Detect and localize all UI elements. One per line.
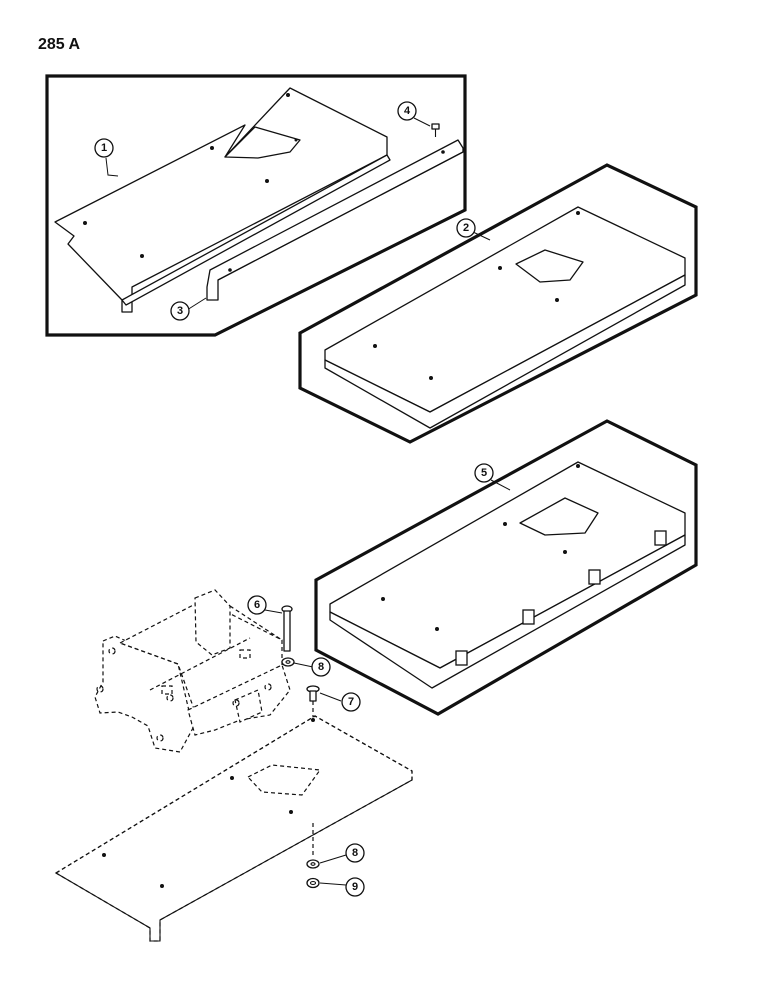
callout-8-lower: 8 [345, 843, 365, 863]
lock-washer-8-upper [281, 657, 295, 667]
group-frame-3 [314, 419, 698, 716]
page-number-label: 285 A [38, 36, 81, 53]
callout-1-label: 1 [101, 142, 107, 154]
callout-4: 4 [397, 101, 417, 121]
group-2-frame-border [298, 163, 698, 444]
callout-6: 6 [247, 595, 267, 615]
group-1-frame-border [45, 74, 467, 337]
lower-panel-cutout [247, 764, 322, 796]
clip-4 [654, 530, 667, 546]
lock-washer-8-lower [306, 859, 320, 869]
bolt-4 [431, 123, 440, 137]
lower-panel-top [54, 715, 413, 942]
group-frame-2 [298, 163, 698, 444]
callout-8-lower-label: 8 [352, 847, 358, 859]
callout-4-label: 4 [404, 105, 411, 117]
bracket-left-leg [94, 635, 194, 753]
panel-2-cutout [515, 249, 584, 283]
callout-8-upper: 8 [311, 657, 331, 677]
callout-2: 2 [456, 218, 476, 238]
bolt-7 [306, 685, 320, 722]
bracket-back-post [194, 589, 231, 656]
panel-5-cutout [519, 497, 599, 536]
callout-3: 3 [170, 301, 190, 321]
callout-2-label: 2 [463, 222, 469, 234]
bolt-6 [281, 605, 293, 652]
callout-5-label: 5 [481, 467, 487, 479]
panel-1-edge [121, 154, 391, 306]
nut-9 [306, 877, 320, 889]
panel-1-cutout [224, 126, 301, 159]
callout-7-label: 7 [348, 696, 354, 708]
floor-panel-1 [54, 87, 391, 313]
mounting-bracket [94, 589, 291, 753]
group-3-frame-border [314, 419, 698, 716]
callout-5: 5 [474, 463, 494, 483]
clip-1 [455, 650, 468, 666]
callout-8-upper-label: 8 [318, 661, 324, 673]
callout-6-label: 6 [254, 599, 260, 611]
clip-2 [522, 609, 535, 625]
floor-panel-lower [54, 715, 413, 942]
callout-3-label: 3 [177, 305, 183, 317]
angle-strip-3 [206, 139, 464, 301]
floor-panel-5 [329, 461, 686, 689]
callout-9-label: 9 [352, 881, 358, 893]
floor-panel-2 [324, 206, 686, 429]
panel-2-edge [324, 274, 686, 429]
callout-7: 7 [341, 692, 361, 712]
clip-3 [588, 569, 601, 585]
callout-1: 1 [94, 138, 114, 158]
callout-9: 9 [345, 877, 365, 897]
group-frame-1 [45, 74, 467, 337]
panel-5-edge [329, 534, 686, 689]
